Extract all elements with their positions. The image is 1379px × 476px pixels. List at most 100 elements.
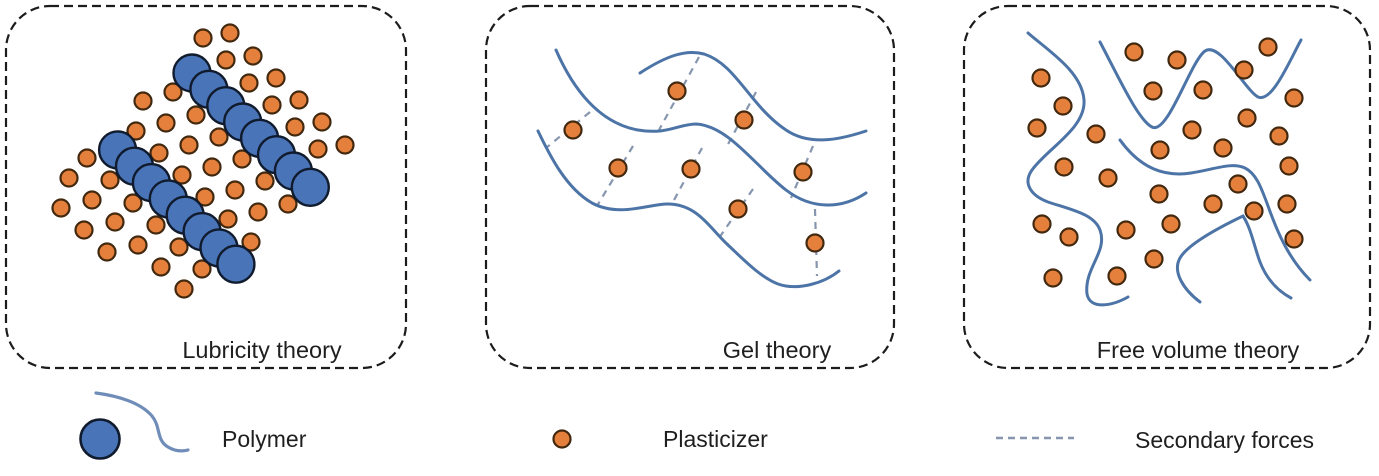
legend: Polymer Plasticizer Secondary forces xyxy=(79,391,1314,460)
plasticizer-dot xyxy=(1086,124,1106,144)
legend-label-secondary-forces: Secondary forces xyxy=(1135,427,1314,453)
plasticizer-dot xyxy=(105,212,125,232)
plasticizer-dot xyxy=(163,82,183,102)
plasticizer-dot xyxy=(1059,227,1079,247)
plasticizer-dot xyxy=(1237,108,1257,128)
plasticizer-dot xyxy=(563,120,583,140)
plasticizer-dot-glyph xyxy=(552,429,572,449)
plasticizer-dot xyxy=(193,28,213,48)
plasticizer-dot xyxy=(126,121,146,141)
plasticizer-dot xyxy=(225,180,245,200)
panel-gel-label: Gel theory xyxy=(723,337,832,363)
legend-item-plasticizer: Plasticizer xyxy=(552,426,768,452)
panel-free-volume: Free volume theory xyxy=(962,4,1372,370)
plasticizer-dot xyxy=(1150,140,1170,160)
plasticizer-dot xyxy=(728,199,748,219)
plasticizer-dot xyxy=(805,233,825,253)
plasticizer-dot xyxy=(243,46,263,66)
legend-item-polymer: Polymer xyxy=(79,391,307,460)
plasticizer-dot xyxy=(1149,184,1169,204)
plasticizer-dot xyxy=(1031,68,1051,88)
plasticizer-dot xyxy=(1284,88,1304,108)
plasticizer-dot xyxy=(1107,266,1127,286)
lubricity-graphic xyxy=(51,23,355,299)
secondary-force-link xyxy=(596,145,634,207)
plasticizer-dot xyxy=(1027,118,1047,138)
polymer-chain-curve xyxy=(638,50,868,142)
gel-graphic xyxy=(536,48,868,289)
plasticizer-dot xyxy=(1144,249,1164,269)
plasticizer-dot xyxy=(156,113,176,133)
panel-lubricity: Lubricity theory xyxy=(4,4,408,370)
plasticizer-dot xyxy=(1182,120,1202,140)
plasticizer-dot xyxy=(1032,214,1052,234)
plasticizer-dot xyxy=(1098,168,1118,188)
panel-gel: Gel theory xyxy=(484,4,896,370)
polymer-chain-curve xyxy=(1098,38,1303,129)
plasticizer-dot xyxy=(1203,194,1223,214)
polymer-chain-curve xyxy=(554,48,868,207)
plasticizer-dot xyxy=(74,220,94,240)
legend-item-secondary-forces: Secondary forces xyxy=(996,427,1314,453)
plasticizer-dot xyxy=(192,259,212,279)
plasticizer-dot xyxy=(216,50,236,70)
polymer-chain-curve xyxy=(1026,31,1130,307)
plasticizer-dot xyxy=(1161,214,1181,234)
plasticizer-dot xyxy=(1269,126,1289,146)
plasticizer-dot xyxy=(239,73,259,93)
plasticizer-dot xyxy=(681,159,701,179)
plasticizer-dot xyxy=(793,162,813,182)
plasticizer-dot xyxy=(82,190,102,210)
panel-free-volume-frame xyxy=(962,4,1372,370)
plasticizer-dot xyxy=(220,23,240,43)
plasticizer-dot xyxy=(174,279,194,299)
plasticizer-dot xyxy=(1213,138,1233,158)
secondary-force-link xyxy=(813,208,819,277)
plasticizer-dot xyxy=(123,193,143,213)
plasticizer-dot xyxy=(202,157,222,177)
plasticizer-dot xyxy=(1258,37,1278,57)
plasticizer-dot xyxy=(232,149,252,169)
plasticizer-dot xyxy=(312,112,332,132)
plasticizer-dot xyxy=(149,143,169,163)
plasticizer-dot xyxy=(151,257,171,277)
plasticizer-dot xyxy=(308,139,328,159)
polymer-icon xyxy=(79,391,190,460)
plasticizer-icon xyxy=(552,429,572,449)
plasticizer-dot xyxy=(255,171,275,191)
plasticizer-dot xyxy=(1043,268,1063,288)
plasticizer-dot xyxy=(209,127,229,147)
free-volume-graphic xyxy=(1026,31,1312,307)
plasticizer-dot xyxy=(278,194,298,214)
polymer-chain-curve xyxy=(536,129,841,289)
panel-lubricity-label: Lubricity theory xyxy=(182,337,342,363)
polymer-chain-curve xyxy=(1118,138,1312,282)
plasticizer-dot xyxy=(1284,229,1304,249)
plasticizer-dot xyxy=(128,235,148,255)
panel-free-volume-label: Free volume theory xyxy=(1097,337,1300,363)
plasticizer-dot xyxy=(133,91,153,111)
plasticizer-dot xyxy=(97,242,117,262)
plasticizer-dot xyxy=(1234,60,1254,80)
plasticizer-dot xyxy=(100,170,120,190)
polymer-circle-glyph xyxy=(79,418,121,460)
plasticizer-dot xyxy=(1228,174,1248,194)
plasticizer-dot xyxy=(172,165,192,185)
plasticizer-dot xyxy=(1116,220,1136,240)
legend-label-plasticizer: Plasticizer xyxy=(663,426,768,452)
plasticizer-dot xyxy=(1244,201,1264,221)
plasticizer-dot xyxy=(1053,96,1073,116)
plasticizer-dot xyxy=(146,215,166,235)
panel-lubricity-frame xyxy=(4,4,408,370)
plasticizer-dot xyxy=(1193,80,1213,100)
plasticizer-dot xyxy=(59,168,79,188)
legend-label-polymer: Polymer xyxy=(222,426,307,452)
panel-gel-frame xyxy=(484,4,896,370)
plasticizer-dot xyxy=(77,148,97,168)
polymer-curve-glyph xyxy=(94,391,190,453)
plasticizer-dot xyxy=(608,158,628,178)
polymer-bead xyxy=(290,167,330,208)
plasticizer-dot xyxy=(241,232,261,252)
polymer-bead xyxy=(216,244,256,284)
